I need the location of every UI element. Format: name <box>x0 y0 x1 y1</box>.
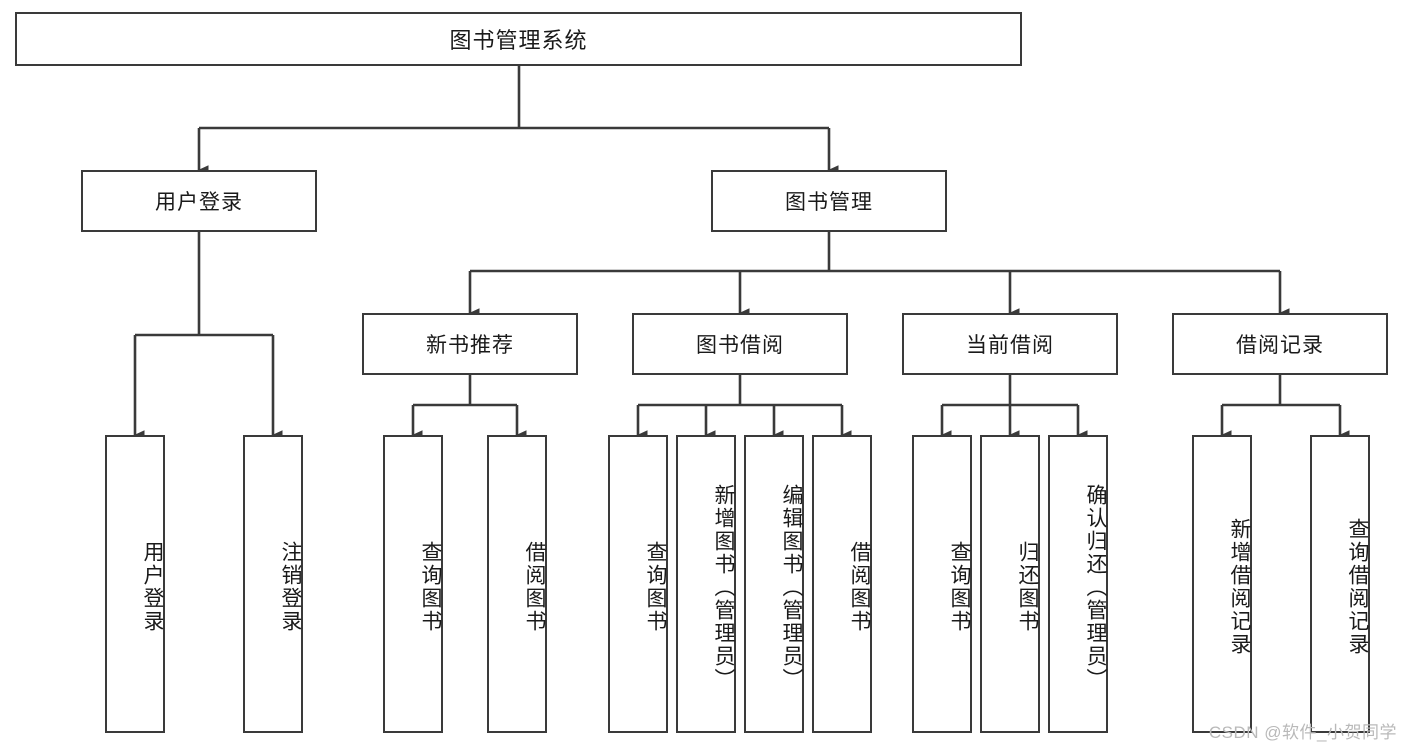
leaf-user-login-signin[interactable]: 用户登录 <box>105 435 165 733</box>
leaf-borrow-record-query-record[interactable]: 查询借阅记录 <box>1310 435 1370 733</box>
leaf-borrow-record-add-record[interactable]: 新增借阅记录 <box>1192 435 1252 733</box>
leaf-book-borrow-borrow-book[interactable]: 借阅图书 <box>812 435 872 733</box>
leaf-book-borrow-edit-book-admin[interactable]: 编辑图书（管理员） <box>744 435 804 733</box>
node-book-borrow[interactable]: 图书借阅 <box>632 313 848 375</box>
leaf-user-login-signout[interactable]: 注销登录 <box>243 435 303 733</box>
leaf-new-book-borrow-book[interactable]: 借阅图书 <box>487 435 547 733</box>
node-user-login[interactable]: 用户登录 <box>81 170 317 232</box>
node-borrow-record[interactable]: 借阅记录 <box>1172 313 1388 375</box>
leaf-current-borrow-query-book[interactable]: 查询图书 <box>912 435 972 733</box>
leaf-current-borrow-confirm-return-admin[interactable]: 确认归还（管理员） <box>1048 435 1108 733</box>
leaf-book-borrow-query-book[interactable]: 查询图书 <box>608 435 668 733</box>
node-root-book-management-system[interactable]: 图书管理系统 <box>15 12 1022 66</box>
leaf-current-borrow-return-book[interactable]: 归还图书 <box>980 435 1040 733</box>
node-new-book-recommend[interactable]: 新书推荐 <box>362 313 578 375</box>
leaf-book-borrow-add-book-admin[interactable]: 新增图书（管理员） <box>676 435 736 733</box>
node-book-management[interactable]: 图书管理 <box>711 170 947 232</box>
csdn-watermark: CSDN @软件_小贺同学 <box>1208 723 1397 742</box>
node-current-borrow[interactable]: 当前借阅 <box>902 313 1118 375</box>
leaf-new-book-query-book[interactable]: 查询图书 <box>383 435 443 733</box>
